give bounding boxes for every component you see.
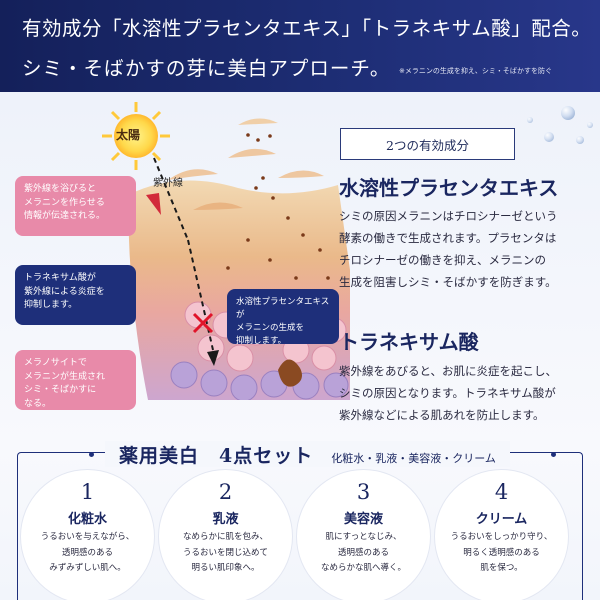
set-item-description: なめらかに肌を包み、 うるおいを閉じ込めて 明るい肌印象へ。 (182, 532, 268, 573)
set-item-number: 2 (218, 480, 233, 504)
set-item-name: 美容液 (343, 512, 383, 527)
ingredients-tag: 2つの有効成分 (340, 128, 515, 160)
set-item-description: うるおいをしっかり守り、 明るく透明感のある 肌を保つ。 (450, 532, 553, 573)
ingredient-desc-tranexamic: 紫外線をあびると、お肌に炎症を起こし、 シミの原因となります。トラネキサム酸が … (339, 364, 558, 422)
set-item-number: 1 (80, 480, 95, 504)
set-item-emulsion: 2 乳液 なめらかに肌を包み、 うるおいを閉じ込めて 明るい肌印象へ。 (159, 470, 292, 600)
callout-melanocyte: メラノサイトで メラニンが生成され シミ・そばかすに なる。 (15, 350, 136, 410)
headline-footnote: ※メラニンの生成を抑え、シミ・そばかすを防ぐ (399, 67, 553, 75)
set-item-lotion: 1 化粧水 うるおいを与えながら、 透明感のある みずみずしい肌へ。 (21, 470, 154, 600)
sun-icon (102, 102, 170, 170)
set-heading: 薬用美白 4点セット 化粧水・乳液・美容液・クリーム (105, 441, 510, 467)
set-divider-dot-right (551, 452, 556, 457)
ingredient-desc-placenta: シミの原因メラニンはチロシナーゼという 酵素の働きで生成されます。プラセンタは … (339, 209, 558, 289)
ingredient-title-placenta: 水溶性プラセンタエキス (339, 176, 559, 200)
ingredient-title-tranexamic: トラネキサム酸 (339, 330, 479, 354)
callout-placenta: 水溶性プラセンタエキスが メラニンの生成を 抑制します。 (227, 289, 339, 346)
sun-label: 太陽 (116, 128, 141, 142)
set-item-name: 乳液 (212, 512, 239, 527)
set-item-description: うるおいを与えながら、 透明感のある みずみずしい肌へ。 (40, 532, 135, 573)
set-item-number: 4 (494, 480, 509, 504)
headline-line-1: 有効成分「水溶性プラセンタエキス」「トラネキサム酸」配合。 (22, 17, 592, 40)
set-item-cream: 4 クリーム うるおいをしっかり守り、 明るく透明感のある 肌を保つ。 (435, 470, 568, 600)
set-item-serum: 3 美容液 肌にすっとなじみ、 透明感のある なめらかな肌へ導く。 (297, 470, 430, 600)
set-subtitle: 化粧水・乳液・美容液・クリーム (331, 452, 496, 465)
set-item-number: 3 (356, 480, 371, 504)
hero-banner: 有効成分「水溶性プラセンタエキス」「トラネキサム酸」配合。 シミ・そばかすの芽に… (0, 0, 600, 92)
callout-uv-signal: 紫外線を浴びると メラニンを作らせる 情報が伝達される。 (15, 176, 136, 236)
set-item-name: クリーム (475, 512, 528, 527)
set-item-name: 化粧水 (67, 512, 107, 527)
uv-label: 紫外線 (153, 178, 183, 189)
set-item-description: 肌にすっとなじみ、 透明感のある なめらかな肌へ導く。 (320, 532, 406, 573)
set-divider-dot-left (89, 452, 94, 457)
callout-tranexamic: トラネキサム酸が 紫外線による炎症を 抑制します。 (15, 265, 136, 325)
headline-line-2: シミ・そばかすの芽に美白アプローチ。 (22, 57, 391, 80)
set-title: 薬用美白 4点セット (119, 445, 314, 467)
